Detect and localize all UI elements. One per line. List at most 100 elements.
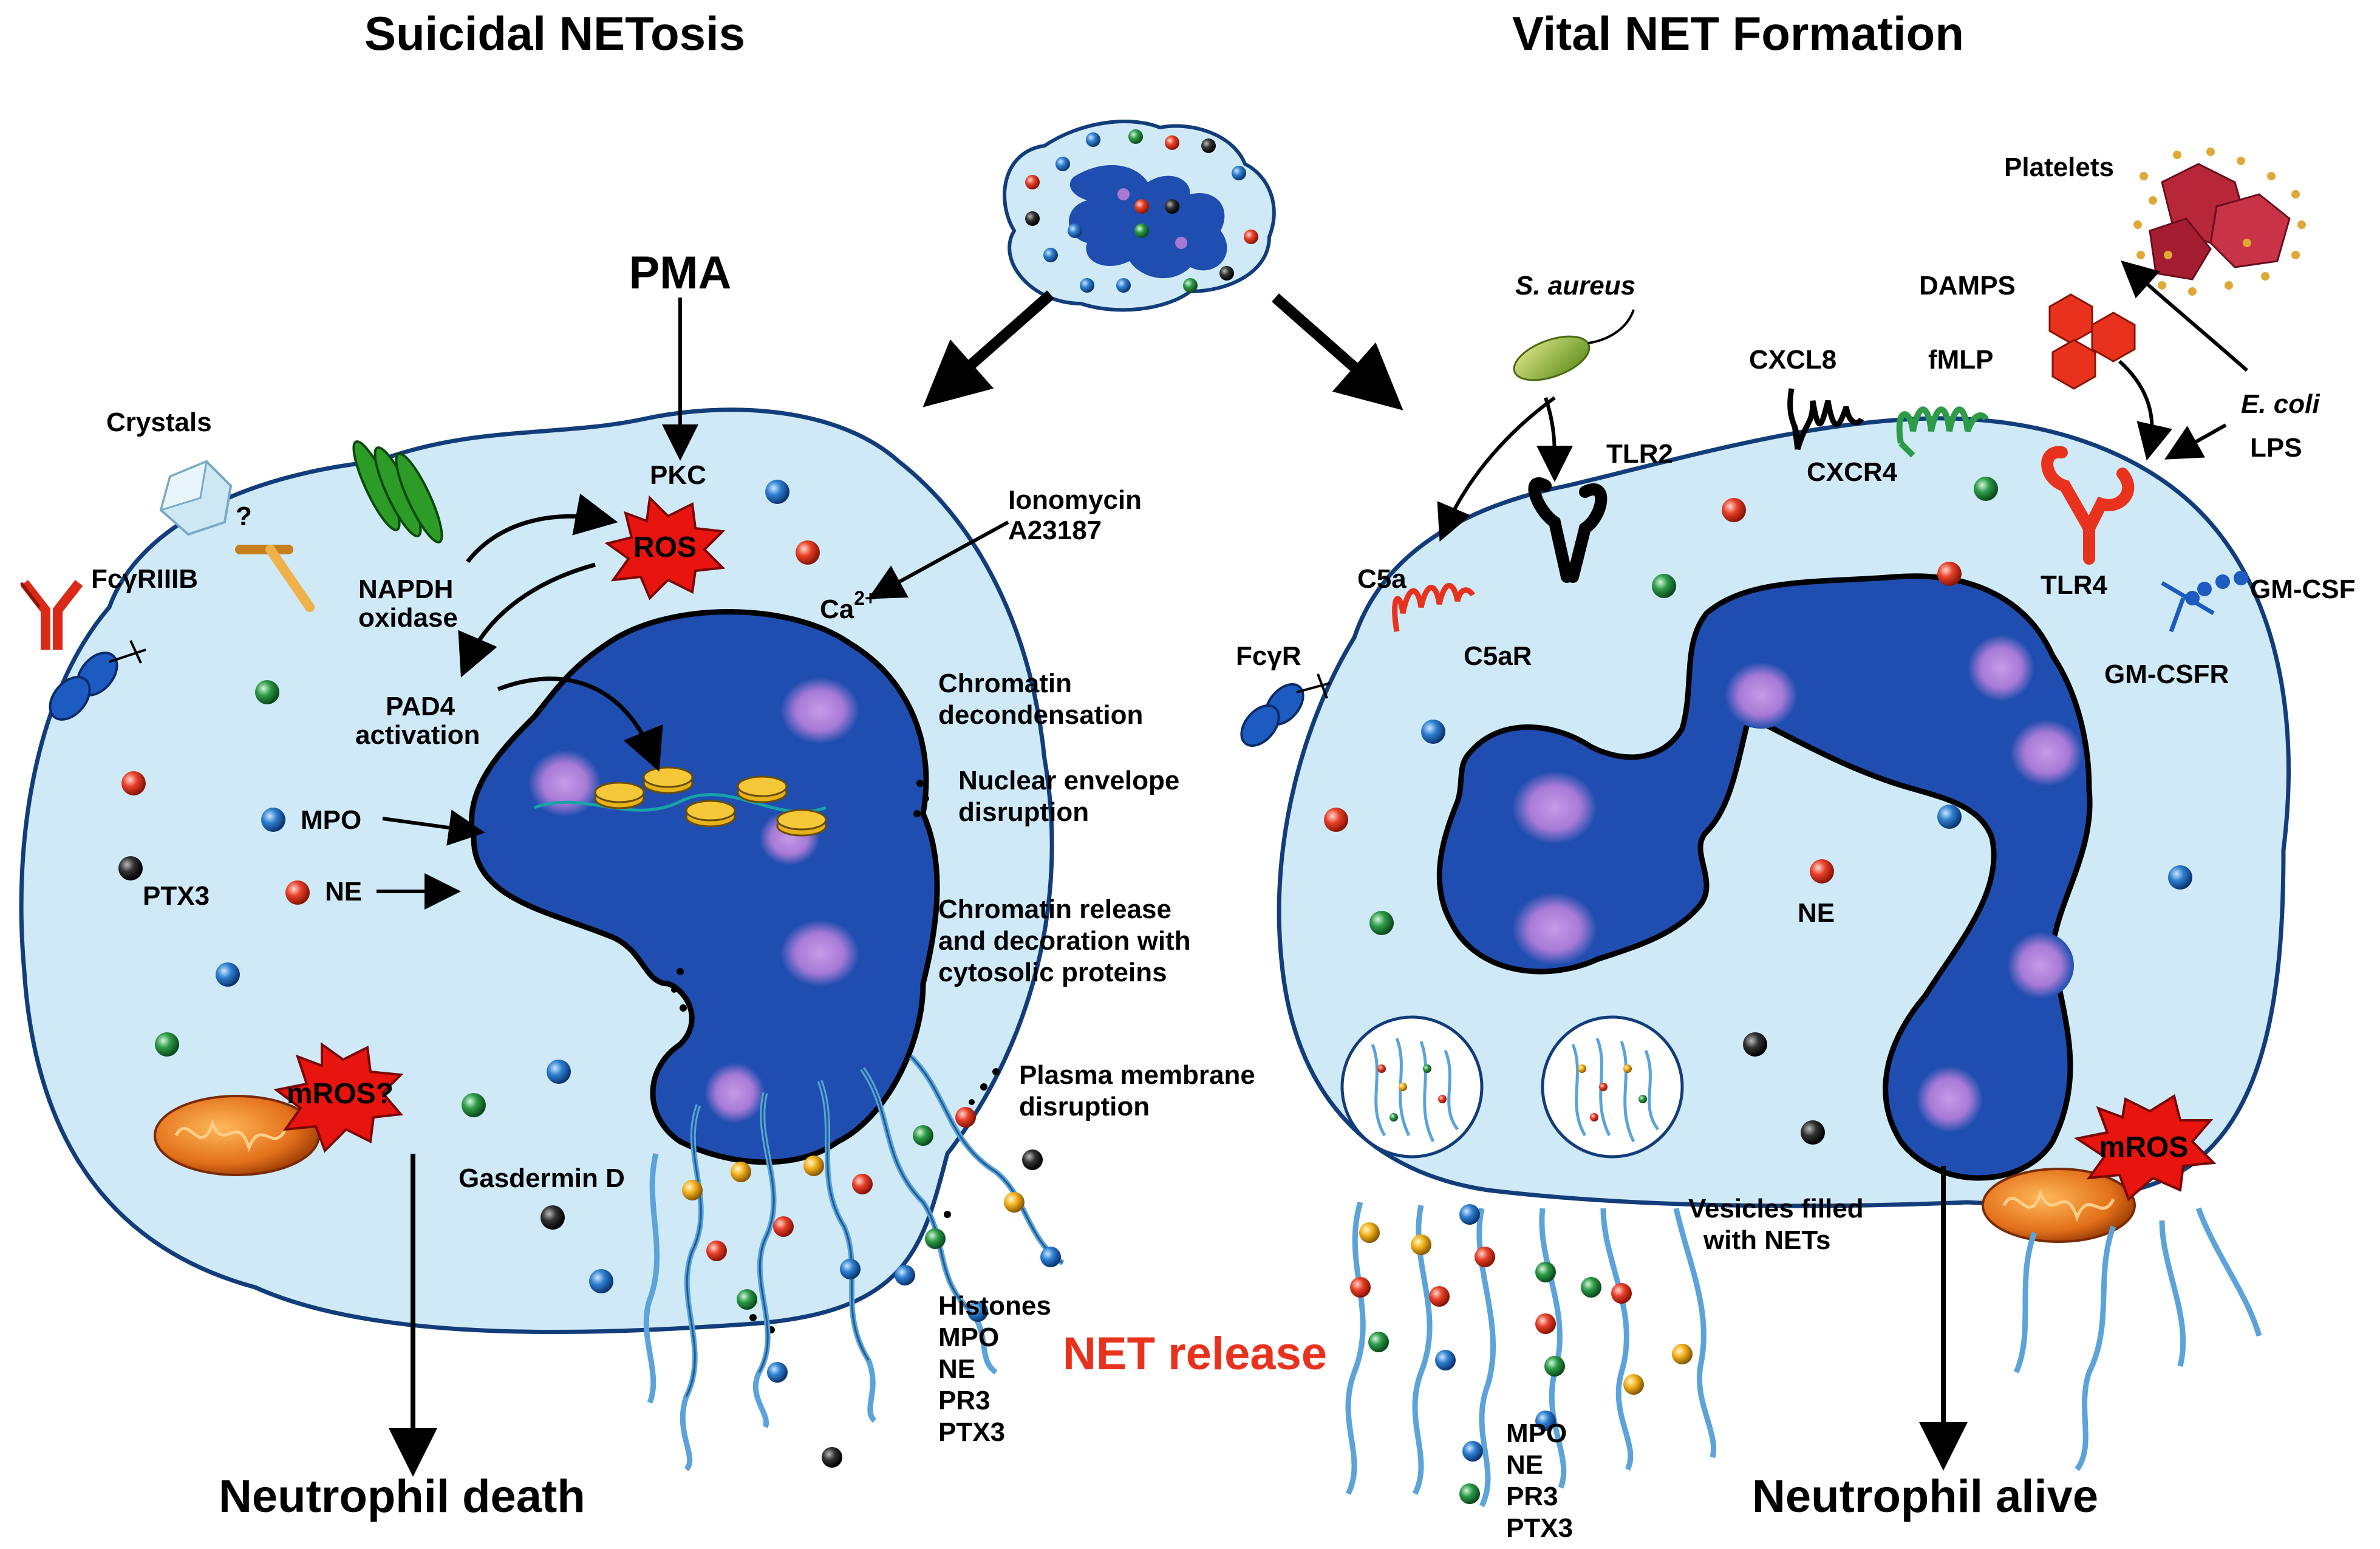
- net-protein-right-mpo: MPO: [1506, 1418, 1567, 1448]
- gm-csfr-label: GM-CSFR: [2104, 659, 2229, 689]
- mros-left-label: mROS?: [287, 1078, 394, 1110]
- pad4-label-1: PAD4: [386, 692, 455, 721]
- cxcl8-cxcr4-icon: [1787, 388, 1864, 451]
- question-label: ?: [236, 502, 252, 531]
- title-suicidal-netosis: Suicidal NETosis: [364, 7, 745, 60]
- platelets-label: Platelets: [2004, 152, 2114, 182]
- vesicles-label-1: Vesicles filled: [1688, 1194, 1864, 1224]
- arrow-ros-pad4: [458, 562, 596, 678]
- pad4-label-2: activation: [355, 720, 480, 750]
- cxcl8-label: CXCL8: [1749, 345, 1836, 375]
- mros-burst-left: [273, 1042, 404, 1153]
- fcgr-icon: [1240, 673, 1331, 747]
- fmlp-label: fMLP: [1928, 345, 1994, 375]
- ionomycin-label: Ionomycin: [1008, 485, 1142, 515]
- arrow-pad4-chromatin: [497, 676, 663, 772]
- lps-label: LPS: [2250, 433, 2302, 463]
- pma-label: PMA: [629, 247, 732, 299]
- vesicle-1: [1340, 1015, 1484, 1159]
- unknown-receptor-icon: [235, 545, 315, 612]
- net-protein-right-ptx3: PTX3: [1506, 1513, 1573, 1543]
- napdh-label-1: NAPDH: [358, 574, 453, 604]
- c5ar-icon: [1392, 582, 1476, 632]
- step-release-2: and decoration with: [938, 926, 1191, 956]
- e-coli-label: E. coli: [2241, 389, 2320, 419]
- nucleosomes: [594, 766, 827, 837]
- gm-csf-label: GM-CSF: [2250, 574, 2356, 604]
- crystals-label: Crystals: [106, 407, 212, 437]
- net-protein-right-pr3: PR3: [1506, 1482, 1558, 1511]
- fcgriiib-icon: [20, 580, 146, 721]
- resting-neutrophil: [1003, 120, 1276, 312]
- arrow-saureus-tlr2: [1536, 397, 1573, 482]
- net-protein-pr3: PR3: [938, 1386, 991, 1415]
- damps-label: DAMPS: [1919, 271, 2016, 301]
- step-envelope-2: disruption: [958, 797, 1089, 827]
- arrow-ecoli-platelets: [2121, 260, 2248, 372]
- net-strands-left-dark: [685, 1055, 1063, 1397]
- vital-nucleus: [1436, 573, 2093, 1181]
- ros-burst: [604, 495, 726, 601]
- napdh-oxidase-icon: [352, 440, 443, 543]
- platelets-icon: [2133, 148, 2306, 296]
- tlr4-icon: [2041, 446, 2135, 565]
- mros-right-label: mROS: [2099, 1131, 2189, 1163]
- outcome-alive: Neutrophil alive: [1752, 1471, 2098, 1522]
- vesicles-label-2: with NETs: [1703, 1225, 1830, 1255]
- net-release-label: NET release: [1063, 1328, 1327, 1380]
- net-protein-right-ne: NE: [1506, 1450, 1543, 1480]
- pkc-label: PKC: [650, 460, 706, 490]
- mpo-label: MPO: [301, 805, 361, 835]
- suicidal-granules: [118, 480, 820, 1293]
- ne-label: NE: [325, 877, 362, 907]
- suicidal-nucleus: [469, 609, 940, 1165]
- s-aureus-icon: [1513, 309, 1635, 381]
- net-protein-ptx3: PTX3: [938, 1417, 1005, 1447]
- ros-label: ROS: [633, 531, 697, 563]
- step-chromatin-2: decondensation: [938, 700, 1143, 730]
- mitochondrion-right: [1982, 1168, 2136, 1243]
- net-decorations-right: [1350, 1204, 1693, 1504]
- arrow-lps-tlr4: [2164, 423, 2227, 460]
- arrow-to-vital: [1272, 293, 1403, 410]
- tlr2-icon: [1528, 477, 1608, 583]
- tlr2-label: TLR2: [1606, 439, 1673, 469]
- gm-csf-receptor-icon: [2161, 571, 2248, 633]
- arrow-napdh-ros: [466, 493, 618, 563]
- vital-granules: [1324, 477, 2192, 1145]
- arrow-mpo: [382, 809, 485, 846]
- damps-icon: [2048, 293, 2136, 390]
- step-envelope-1: Nuclear envelope: [958, 766, 1179, 795]
- fcgr-label: FcγR: [1236, 641, 1301, 671]
- outcome-death: Neutrophil death: [219, 1471, 585, 1522]
- arrow-saureus-c5a: [1437, 396, 1556, 542]
- step-release-3: cytosolic proteins: [938, 958, 1167, 987]
- s-aureus-label: S. aureus: [1515, 271, 1635, 301]
- tlr4-label: TLR4: [2041, 570, 2108, 600]
- ptx3-label: PTX3: [143, 881, 210, 911]
- ca-label: Ca2+: [820, 587, 876, 624]
- fcgriiib-label: FcγRIIIB: [91, 564, 198, 594]
- vesicle-2: [1541, 1015, 1684, 1159]
- step-release-1: Chromatin release: [938, 894, 1171, 924]
- napdh-label-2: oxidase: [358, 603, 458, 633]
- net-protein-ne: NE: [938, 1354, 975, 1384]
- arrow-to-suicidal: [922, 290, 1054, 407]
- c5ar-label: C5aR: [1464, 641, 1532, 671]
- fmlp-icon: [1896, 406, 1989, 458]
- mros-burst-right: [2073, 1094, 2217, 1202]
- title-vital-net-formation: Vital NET Formation: [1512, 7, 1964, 60]
- net-protein-mpo: MPO: [938, 1323, 999, 1352]
- c5a-label: C5a: [1357, 564, 1407, 594]
- gasdermin-label: Gasdermin D: [459, 1163, 625, 1193]
- cxcr4-label: CXCR4: [1807, 457, 1898, 487]
- envelope-disruption-dots: [671, 780, 1000, 1333]
- net-decorations-left: [682, 1107, 1061, 1468]
- resting-granules: [1025, 129, 1258, 293]
- step-plasma-1: Plasma membrane: [1019, 1060, 1255, 1090]
- arrow-damps-tlr4: [2118, 359, 2173, 461]
- a23187-label: A23187: [1008, 516, 1102, 545]
- ne-right-label: NE: [1798, 898, 1835, 928]
- arrow-ionomycin-ca: [867, 520, 1009, 599]
